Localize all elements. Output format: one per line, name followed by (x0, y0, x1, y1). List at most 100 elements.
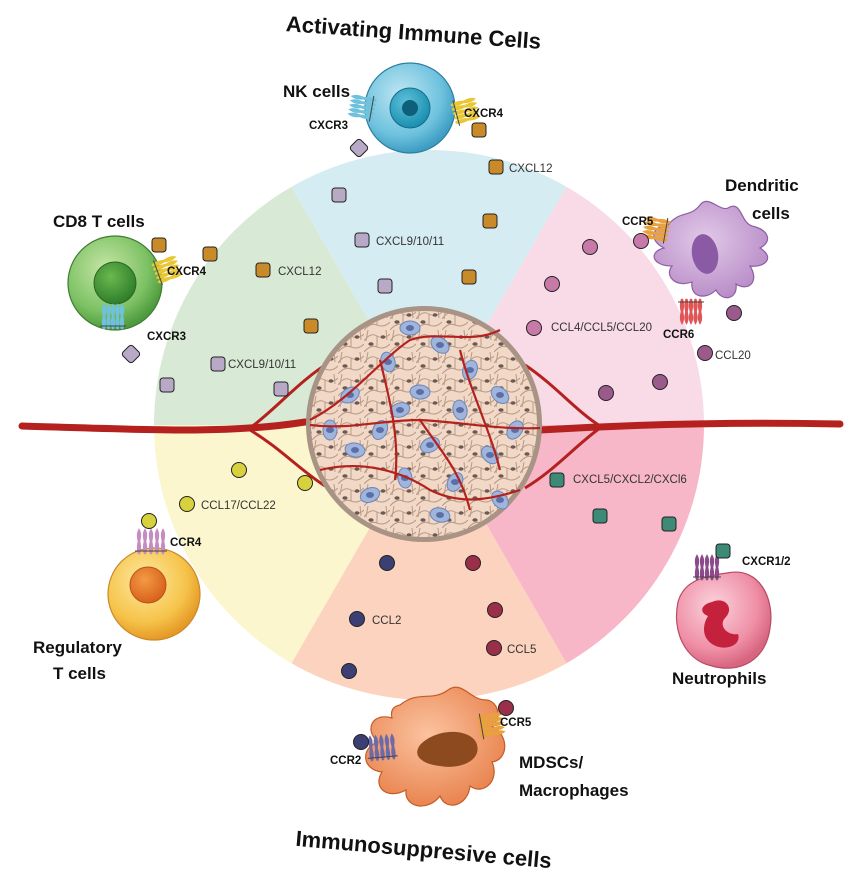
label-ccl20: CCL20 (715, 350, 751, 362)
chemokine-square (303, 318, 319, 334)
chemokine-square (715, 543, 731, 559)
receptor-coil (476, 712, 506, 740)
receptor-coil (693, 554, 721, 581)
chemokine-dot (652, 374, 668, 390)
label-ccl17-22: CCL17/CCL22 (201, 500, 276, 512)
tumor-cell-nucleus (366, 492, 374, 498)
header-activating: Activating Immune Cells (285, 11, 542, 54)
chemokine-square (255, 262, 271, 278)
chemokine-square (210, 356, 226, 372)
chemokine-square (461, 269, 477, 285)
label-treg-ccr4: CCR4 (170, 537, 202, 549)
nk-cell (364, 62, 456, 154)
chemokine-square (488, 159, 504, 175)
label-nk-cxcr4: CXCR4 (464, 108, 504, 120)
tumor-cell-nucleus (351, 447, 359, 453)
label-cxcl12-left: CXCL12 (278, 266, 321, 278)
label-ccl2: CCL2 (372, 615, 401, 627)
receptor-coil (151, 256, 183, 286)
tumor-cell-nucleus (416, 389, 424, 395)
receptor-coil (347, 94, 377, 122)
receptor-coil (450, 97, 481, 126)
label-mdsc-1: MDSCs/ (519, 753, 584, 772)
tumor-cell-nucleus (496, 392, 504, 398)
chemokine-dot (697, 345, 713, 361)
label-cd8-cxcr4: CXCR4 (167, 266, 207, 278)
tumor-vessels (309, 329, 541, 511)
chemokine-dot (179, 496, 195, 512)
label-neutrophils: Neutrophils (672, 669, 766, 688)
label-cxcl91011-left: CXCL9/10/11 (228, 359, 296, 371)
chemokine-dot (486, 640, 502, 656)
label-ccl4-5-20: CCL4/CCL5/CCL20 (551, 322, 652, 334)
chemokine-dot (231, 462, 247, 478)
tumor-cell-nucleus (496, 497, 504, 503)
label-ccl5: CCL5 (507, 644, 536, 656)
label-mdsc-ccr5: CCR5 (500, 717, 532, 729)
chemokine-square (273, 381, 289, 397)
chemokine-dot (498, 700, 514, 716)
chemokine-dot (526, 320, 542, 336)
chemokine-dot (341, 663, 357, 679)
label-mdsc-ccr2: CCR2 (330, 755, 361, 767)
tumor-cell-nucleus (451, 479, 459, 485)
chemokine-square (549, 472, 565, 488)
label-cd8-cxcr3: CXCR3 (147, 331, 186, 343)
header-immunosuppressive: Immunosuppresive cells (295, 826, 553, 873)
chemokine-dot (379, 555, 395, 571)
chemokine-square (349, 138, 369, 158)
chemokine-square (592, 508, 608, 524)
tumor-cell-nucleus (466, 367, 474, 373)
label-cd8-t-cells: CD8 T cells (53, 212, 145, 231)
chemokine-square (202, 246, 218, 262)
tumor-cell-nucleus (396, 407, 404, 413)
tumor-cell-nucleus (436, 512, 444, 518)
chemokine-dot (633, 233, 649, 249)
chemokine-dot (726, 305, 742, 321)
chemokine-dot (544, 276, 560, 292)
chemokine-dot (582, 239, 598, 255)
label-dc-ccr6: CCR6 (663, 329, 694, 341)
label-treg-2: T cells (53, 664, 106, 683)
label-treg-1: Regulatory (33, 638, 122, 657)
chemokine-square (151, 237, 167, 253)
tumor-blue-cells (322, 320, 524, 523)
chemokine-dot (465, 555, 481, 571)
receptors (100, 94, 721, 762)
receptor-coil (135, 528, 167, 555)
tumor-cell-nucleus (406, 325, 414, 331)
label-nk-cxcr3: CXCR3 (309, 120, 348, 132)
chemokine-dot (141, 513, 157, 529)
receptor-coil (678, 298, 704, 325)
chemokine-dot (353, 734, 369, 750)
sector-nk-cells (291, 149, 567, 425)
tumor-cell-nucleus (436, 342, 444, 348)
tumor-cell-nucleus (426, 442, 434, 448)
chemokine-square (354, 232, 370, 248)
chemokine-dot (598, 385, 614, 401)
chemokine-molecules (121, 122, 742, 750)
chemokine-dot (349, 611, 365, 627)
chemokine-dot (297, 475, 313, 491)
chemokine-dot (487, 602, 503, 618)
label-nk-cells: NK cells (283, 82, 350, 101)
label-dendritic-2: cells (752, 204, 790, 223)
tumor-cell-nucleus (376, 427, 384, 433)
sector-mdsc-macrophages (291, 425, 567, 701)
label-neut-cxcr12: CXCR1/2 (742, 556, 791, 568)
tumor-mass (306, 306, 542, 542)
chemokine-square (471, 122, 487, 138)
chemokine-square (331, 187, 347, 203)
dendritic-cell (653, 200, 769, 299)
tumor-cell-nucleus (456, 407, 464, 413)
chemokine-square (159, 377, 175, 393)
receptor-coil (367, 733, 398, 762)
receptor-coil (100, 303, 126, 330)
chemokine-square (661, 516, 677, 532)
chemokine-square (482, 213, 498, 229)
label-mdsc-2: Macrophages (519, 781, 629, 800)
label-cxcl12-top: CXCL12 (509, 163, 552, 175)
tumor-cell-nucleus (326, 427, 334, 433)
label-cxcl5-2-6: CXCL5/CXCL2/CXCl6 (573, 474, 687, 486)
